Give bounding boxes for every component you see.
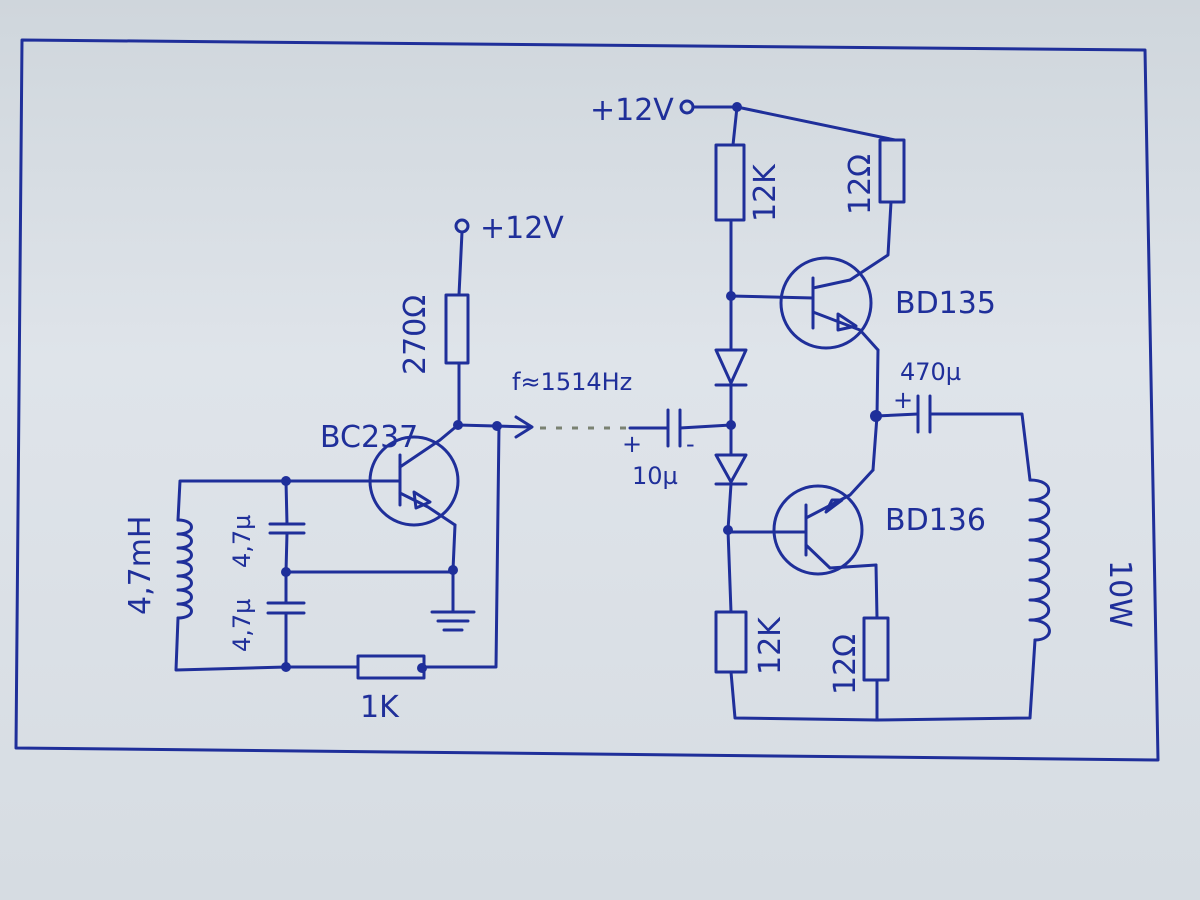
bc237-label: BC237 xyxy=(320,420,418,455)
r-bot12-label: 12Ω xyxy=(828,634,863,695)
diode-top xyxy=(714,348,748,387)
speaker-coil xyxy=(875,478,1051,722)
capacitor-4-7-bottom xyxy=(266,570,306,668)
c-out-label: 470µ xyxy=(900,358,961,386)
amplifier-stage: +12V 12K 12Ω BD135 xyxy=(590,93,1137,722)
vcc-right-label: +12V xyxy=(590,93,674,128)
ground-symbol xyxy=(430,610,476,632)
vcc-left-node xyxy=(454,218,470,234)
border-frame xyxy=(14,38,1160,762)
r-top-label: 12K xyxy=(748,163,783,222)
c-in-minus: - xyxy=(686,430,695,458)
oscillator-stage: +12V 270Ω f≈1514Hz BC237 xyxy=(123,211,632,725)
transistor-bd135 xyxy=(729,256,880,352)
transistor-bd136 xyxy=(726,468,878,576)
resistor-12ohm-top xyxy=(878,138,906,204)
l-osc-label: 4,7mH xyxy=(123,516,158,616)
bd136-label: BD136 xyxy=(885,503,986,538)
bd135-label: BD135 xyxy=(895,286,996,321)
c-in-label: 10µ xyxy=(632,462,678,490)
resistor-1k xyxy=(356,654,426,680)
capacitor-4-7-top xyxy=(268,479,306,574)
r-1k-label: 1K xyxy=(360,690,400,725)
r-270-label: 270Ω xyxy=(398,295,433,375)
c-top-label: 4,7µ xyxy=(228,515,256,568)
vcc-left-label: +12V xyxy=(480,211,564,246)
diode-bottom xyxy=(714,453,748,486)
inductor-4-7mh xyxy=(174,518,288,672)
speaker-label: 10W xyxy=(1102,560,1137,628)
resistor-12ohm-bottom xyxy=(862,616,890,682)
freq-label: f≈1514Hz xyxy=(512,368,632,396)
resistor-12k-bottom xyxy=(714,610,748,674)
capacitor-470u xyxy=(874,394,1032,482)
c-out-plus: + xyxy=(893,386,913,414)
resistor-270 xyxy=(444,293,470,365)
c-in-plus: + xyxy=(622,430,642,458)
resistor-12k-top xyxy=(714,143,746,222)
c-bot-label: 4,7µ xyxy=(228,599,256,652)
r-top12-label: 12Ω xyxy=(843,154,878,215)
capacitor-10u xyxy=(628,408,733,448)
r-bot-label: 12K xyxy=(753,616,788,675)
